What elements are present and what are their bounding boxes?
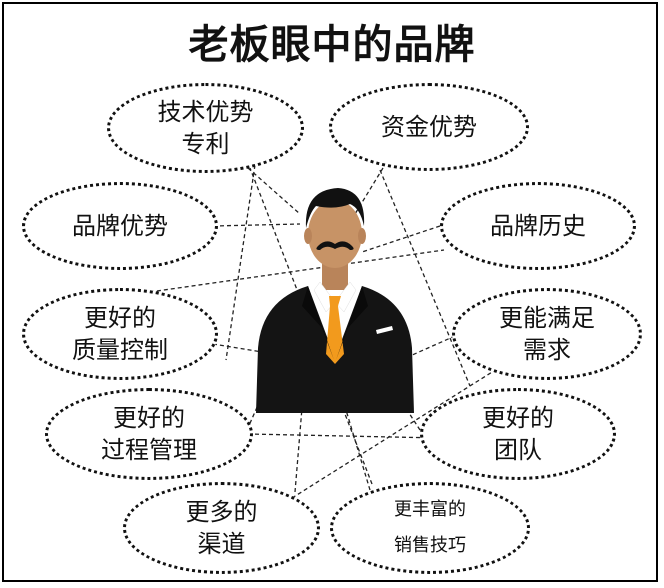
- bubble-brand-history: 品牌历史: [440, 182, 636, 270]
- bubble-line: 专利: [181, 130, 230, 158]
- bubble-line: 更丰富的: [394, 499, 466, 520]
- bubble-line: 团队: [494, 436, 542, 464]
- connector-cross-3: [291, 361, 509, 499]
- connector-cross-2: [247, 433, 441, 439]
- bubble-channels: 更多的 渠道: [123, 482, 320, 574]
- bubble-line: 销售技巧: [394, 535, 466, 556]
- bubble-brand-advantage: 品牌优势: [22, 182, 218, 270]
- connector-tech: [247, 167, 301, 215]
- bubble-line: 更能满足: [499, 304, 595, 332]
- bubble-sales-skills: 更丰富的 销售技巧: [330, 482, 530, 574]
- bubble-capital: 资金优势: [329, 83, 529, 171]
- bubble-process-management: 更好的 过程管理: [45, 388, 253, 480]
- bubble-line: 更好的: [482, 404, 554, 432]
- bubble-tech-patent: 技术优势 专利: [107, 83, 304, 173]
- bubble-line: 更好的: [113, 404, 185, 432]
- bubble-line: 品牌优势: [72, 212, 168, 240]
- bubble-meet-demand: 更能满足 需求: [452, 288, 642, 380]
- bubble-line: 更多的: [185, 498, 258, 526]
- bubble-line: 资金优势: [381, 113, 477, 141]
- diagram-title: 老板眼中的品牌: [188, 22, 476, 68]
- bubble-team: 更好的 团队: [420, 388, 616, 480]
- bubble-line: 渠道: [197, 530, 246, 558]
- connector-capital-long: [379, 169, 471, 387]
- connector-cross-1: [149, 249, 445, 293]
- connector-sales: [345, 409, 371, 491]
- bubble-quality-control: 更好的 质量控制: [22, 288, 218, 380]
- bubble-line: 质量控制: [72, 336, 168, 364]
- connector-demand: [409, 335, 456, 357]
- bubble-line: 品牌历史: [490, 212, 586, 240]
- businessman-icon: [256, 188, 414, 413]
- connector-brand-adv: [212, 223, 301, 227]
- connector-channel: [294, 407, 303, 493]
- bubble-line: 过程管理: [101, 436, 197, 464]
- bubble-line: 需求: [523, 336, 571, 364]
- bubble-line: 更好的: [84, 304, 156, 332]
- connector-quality: [212, 343, 263, 353]
- connector-tech-left: [225, 164, 256, 361]
- bubble-line: 技术优势: [157, 98, 254, 126]
